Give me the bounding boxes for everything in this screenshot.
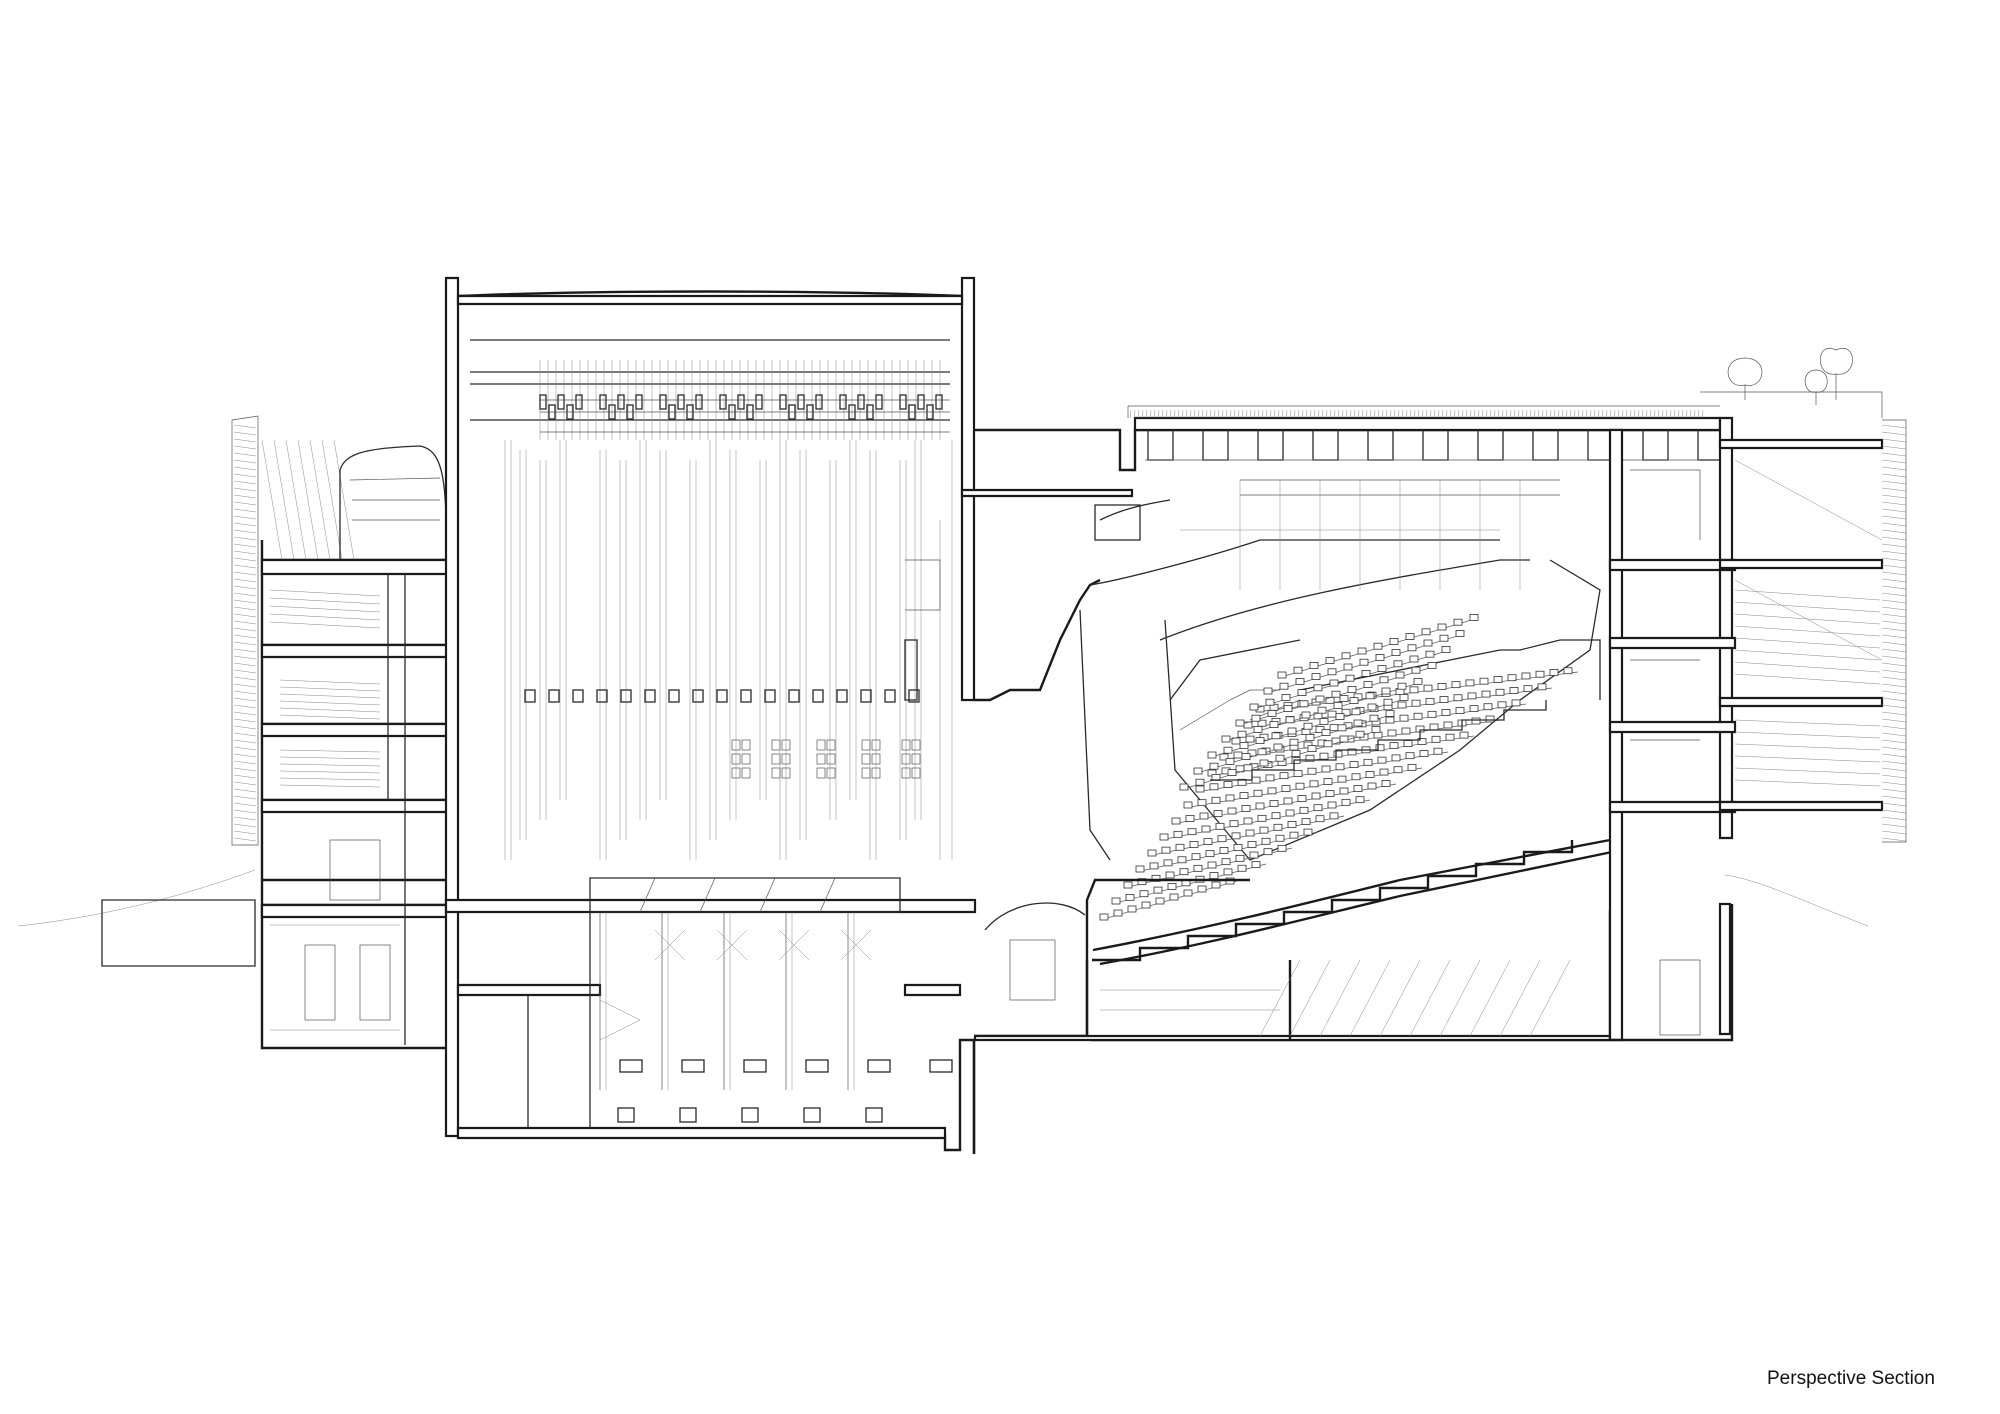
auditorium-shell bbox=[960, 405, 1724, 1154]
left-facade-screen bbox=[231, 415, 447, 846]
tree-icon bbox=[1727, 348, 1853, 405]
fly-tower bbox=[444, 276, 976, 1138]
drawing-caption: Perspective Section bbox=[1767, 1368, 1935, 1389]
right-office-block bbox=[1608, 416, 1907, 1042]
stage-and-trap-room bbox=[444, 877, 977, 1154]
roof-garden bbox=[1127, 348, 1883, 419]
ground-line bbox=[17, 869, 1869, 967]
left-office-block bbox=[260, 540, 458, 1136]
